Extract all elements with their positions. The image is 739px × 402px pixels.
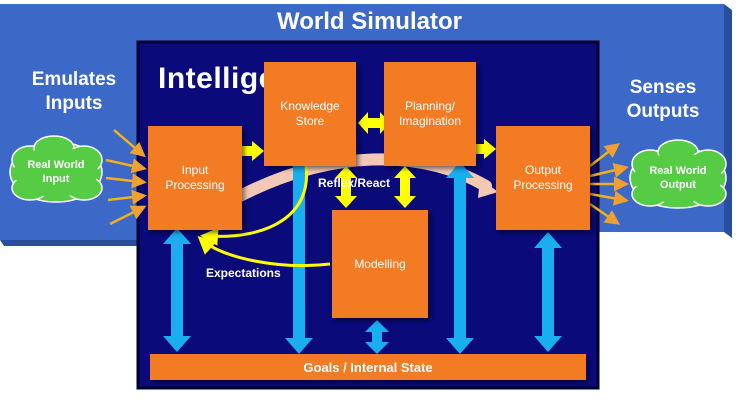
- inputs-line: Inputs: [45, 93, 103, 114]
- cyan-arrow-modelling: [365, 320, 389, 354]
- rwi-line-1: Real World: [27, 159, 85, 171]
- expectations-curve-2: [197, 235, 331, 268]
- input-processing-line-2: Processing: [165, 178, 225, 192]
- yellow-arrow-planning-to-output: [476, 139, 496, 159]
- output-processing-line-1: Output: [524, 163, 562, 177]
- cyan-arrow-input: [163, 228, 191, 352]
- output-rays: [589, 142, 629, 225]
- expectations-curve-1: [200, 165, 309, 246]
- goals-internal-state-bar: Goals / Internal State: [150, 354, 586, 380]
- real-world-input-text: Real World Input: [16, 158, 96, 186]
- senses-outputs-label: Senses Outputs: [604, 76, 722, 124]
- expectations-label: Expectations: [206, 266, 281, 280]
- input-processing-line-1: Input: [181, 163, 209, 177]
- cyan-arrow-planning: [446, 162, 474, 354]
- outputs-line: Outputs: [626, 101, 700, 122]
- planning-line-1: Planning/: [404, 99, 456, 113]
- planning-imagination-box: Planning/Imagination: [384, 62, 476, 166]
- emulates-line: Emulates: [31, 69, 117, 90]
- world-simulator-title: World Simulator: [277, 8, 462, 35]
- rwi-line-2: Input: [42, 173, 70, 185]
- knowledge-store-line-1: Knowledge: [280, 99, 340, 113]
- world-simulator-frame: [0, 4, 724, 240]
- planning-line-2: Imagination: [398, 114, 462, 128]
- reflex-react-label: Reflex/React: [318, 176, 391, 190]
- knowledge-store-line-2: Store: [295, 114, 325, 128]
- input-rays: [105, 129, 147, 226]
- cyan-arrow-output: [534, 232, 562, 352]
- yellow-arrow-input-to-knowledge: [242, 141, 264, 161]
- rwo-line-1: Real World: [649, 165, 707, 177]
- modelling-box: Modelling: [332, 210, 428, 318]
- output-processing-line-2: Processing: [513, 178, 573, 192]
- rwo-line-2: Output: [659, 179, 697, 191]
- yellow-arrow-knowledge-modelling: [335, 166, 357, 208]
- yellow-arrow-planning-modelling: [394, 166, 416, 208]
- senses-line: Senses: [629, 77, 697, 98]
- emulates-inputs-label: Emulates Inputs: [18, 68, 130, 116]
- real-world-output-text: Real World Output: [636, 164, 720, 192]
